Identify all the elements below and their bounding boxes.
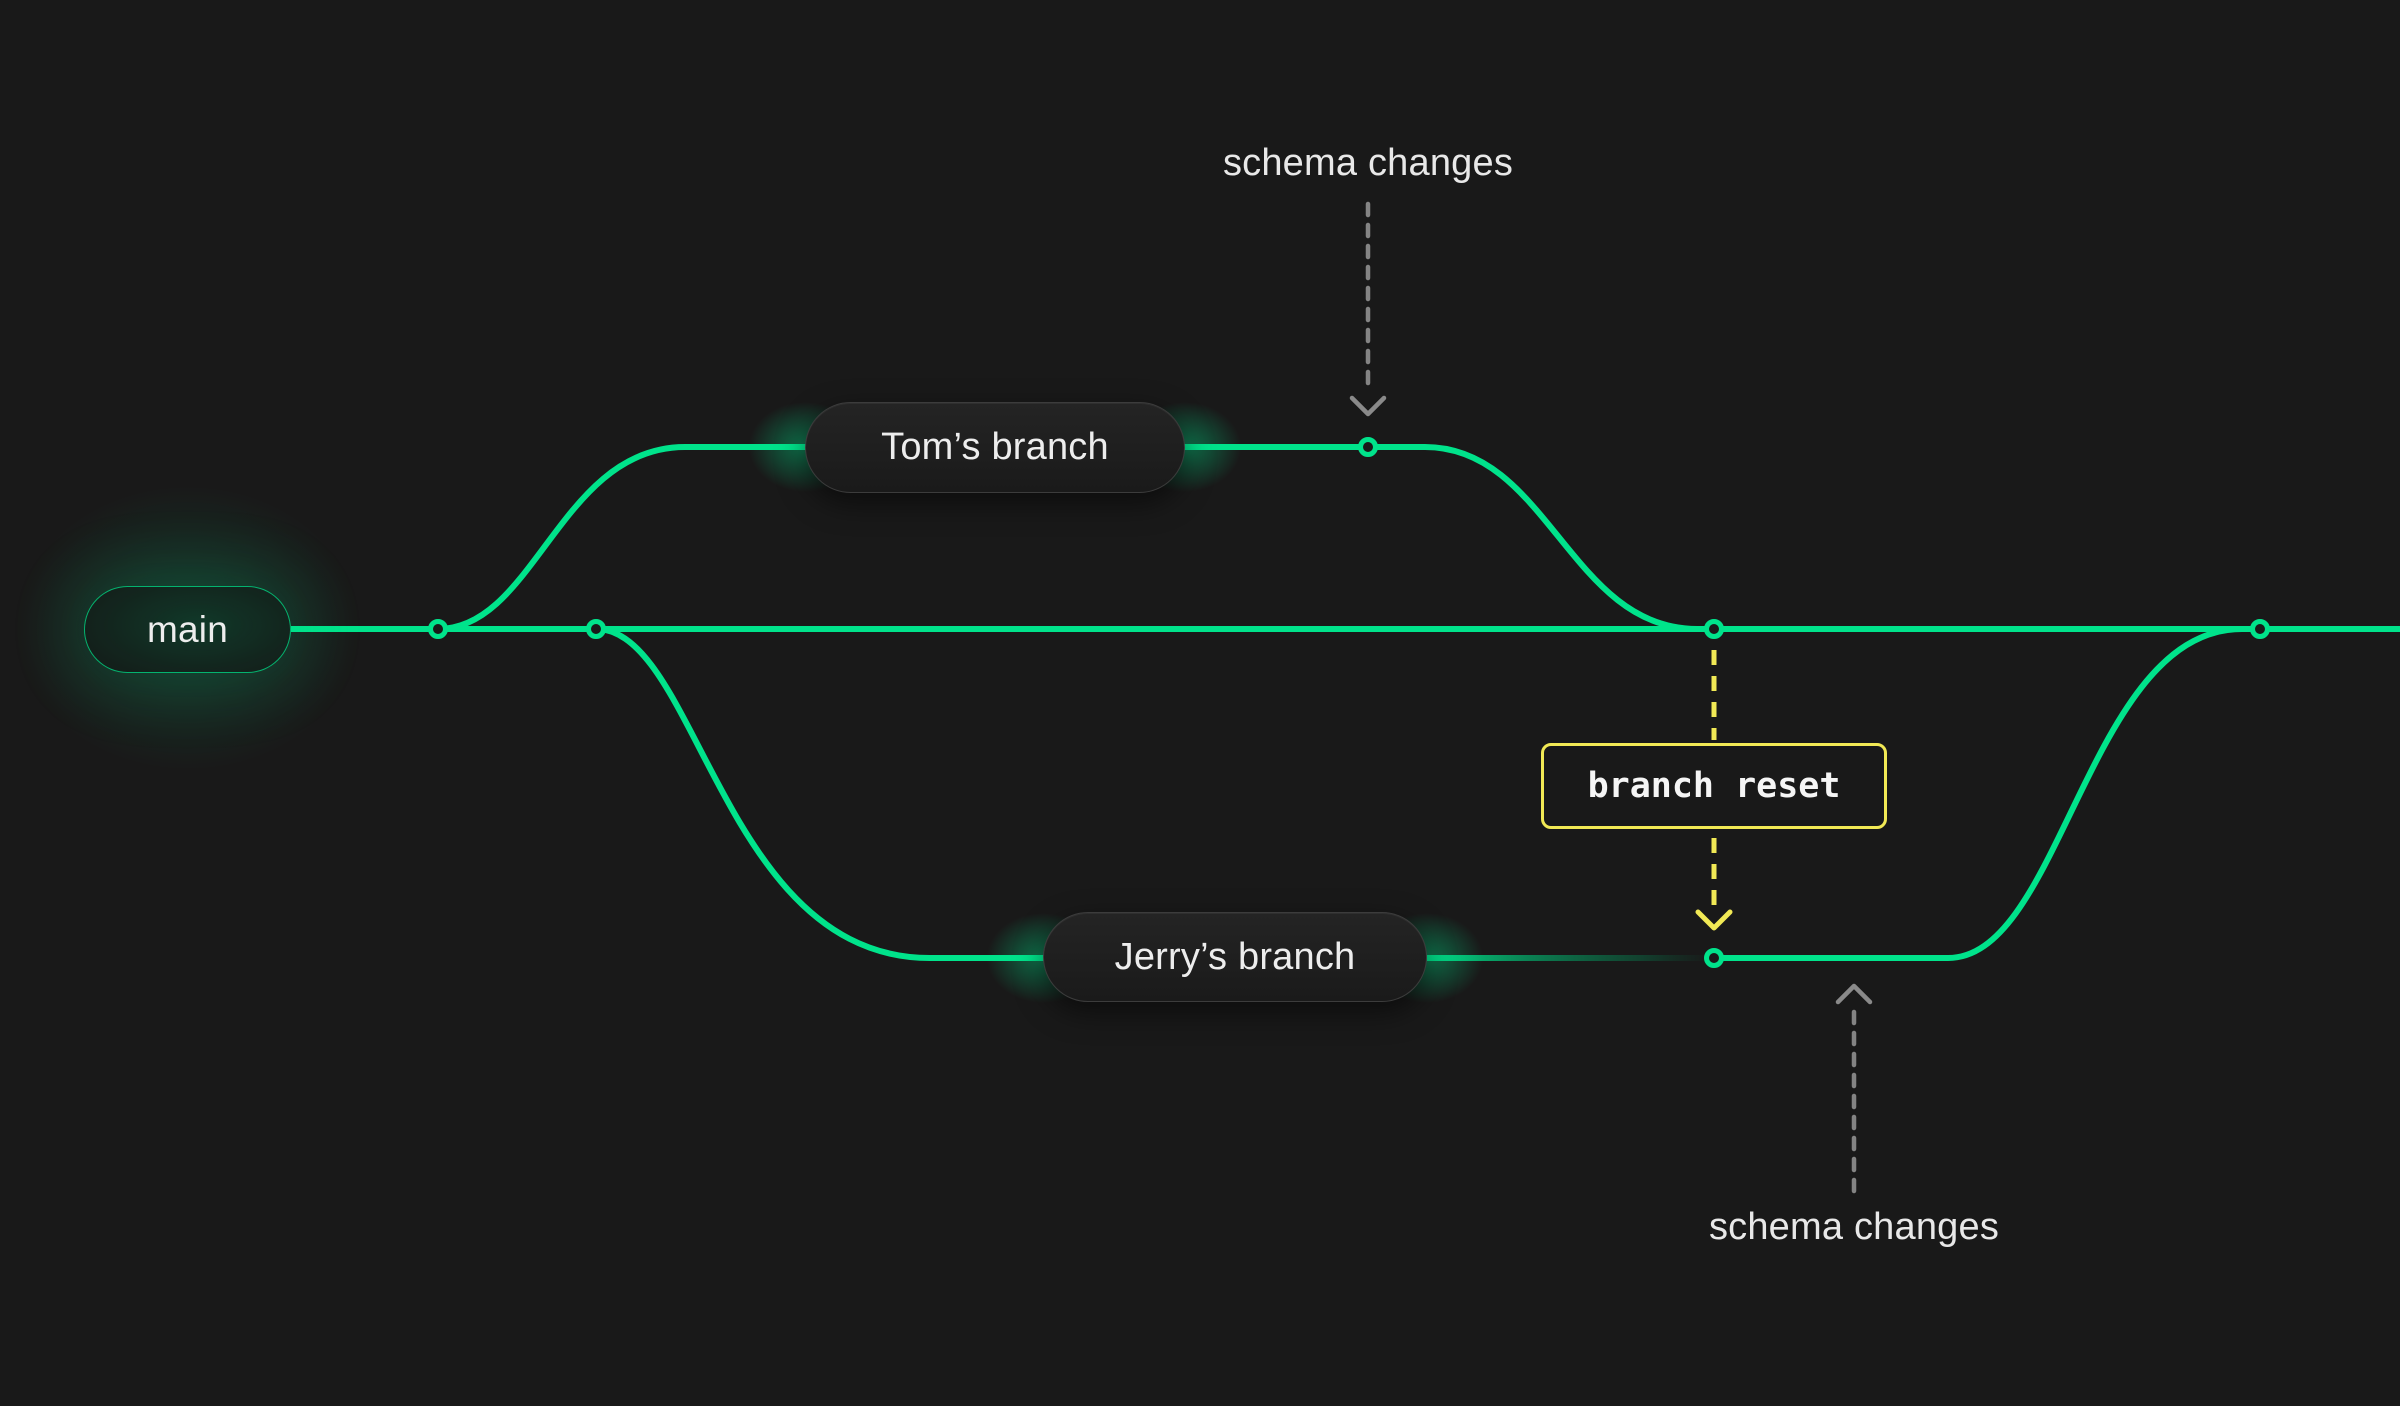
commit-dot-main-1[interactable]	[428, 619, 448, 639]
branch-reset-label: branch reset	[1587, 766, 1841, 806]
branch-pill-jerry[interactable]: Jerry’s branch	[1043, 912, 1427, 1002]
annotation-schema-changes-bottom: schema changes	[1708, 1206, 2000, 1248]
branch-pill-main[interactable]: main	[84, 586, 291, 673]
commit-dot-jerry-reset-target[interactable]	[1704, 948, 1724, 968]
jerry-branch-line-left	[593, 626, 1049, 961]
commit-dot-tom[interactable]	[1358, 437, 1378, 457]
schema-changes-arrow-top	[1349, 201, 1387, 417]
branch-reset-arrow	[1695, 650, 1733, 931]
schema-changes-arrow-bottom	[1835, 983, 1873, 1201]
branch-pill-main-label: main	[147, 608, 228, 650]
branch-pill-tom[interactable]: Tom’s branch	[805, 402, 1185, 493]
commit-dot-main-reset-source[interactable]	[1704, 619, 1724, 639]
jerry-branch-line-right	[1711, 626, 2245, 961]
branch-reset-box: branch reset	[1541, 743, 1887, 829]
commit-dot-main-2[interactable]	[586, 619, 606, 639]
arrow-head-down-icon	[1349, 395, 1387, 417]
branch-pill-jerry-label: Jerry’s branch	[1114, 935, 1356, 978]
commit-dot-main-merge[interactable]	[2250, 619, 2270, 639]
branch-pill-tom-label: Tom’s branch	[881, 426, 1109, 468]
arrow-head-up-icon	[1835, 983, 1873, 1005]
arrow-head-down-icon	[1695, 909, 1733, 931]
annotation-schema-changes-top: schema changes	[1222, 142, 1514, 184]
